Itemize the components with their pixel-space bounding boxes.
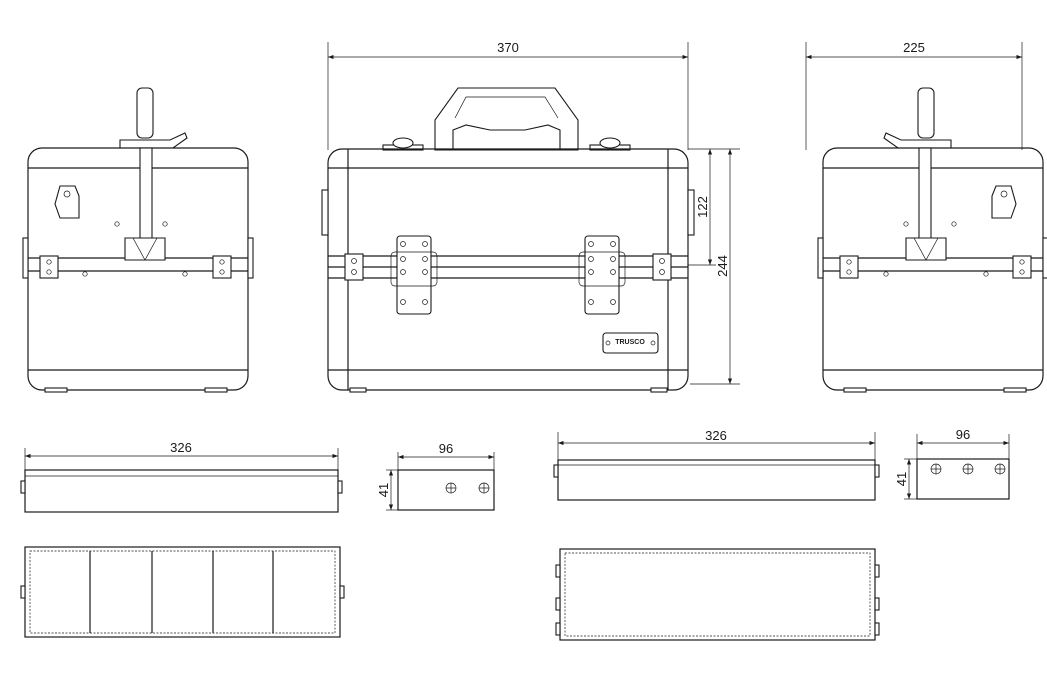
tray-1-end-view: 96 41 <box>376 441 495 511</box>
case-left-side-view <box>22 87 254 393</box>
dim-tray2-length: 326 <box>705 428 727 443</box>
case-front-view: TRUSCO <box>321 87 695 393</box>
dim-tray2-width: 96 <box>956 427 970 442</box>
tray-2-end-view: 96 41 <box>894 427 1010 500</box>
latch-left <box>390 235 438 315</box>
nameplate-brand: TRUSCO <box>615 339 645 346</box>
dim-244: 244 <box>715 255 730 277</box>
tray-2-side-view: 326 <box>553 428 880 501</box>
dimension-lid-height: 122 <box>688 148 740 266</box>
latch-right <box>578 235 626 315</box>
dim-tray2-height: 41 <box>894 472 909 486</box>
dim-tray1-length: 326 <box>170 440 192 455</box>
tray-1-top-view <box>20 546 345 638</box>
tray-2-top-view <box>555 548 880 641</box>
nameplate: TRUSCO <box>602 332 659 354</box>
dim-tray1-height: 41 <box>376 483 391 497</box>
dimension-case-height: 244 <box>690 149 740 385</box>
dim-225: 225 <box>903 40 925 55</box>
dimension-case-width: 370 <box>327 40 689 150</box>
dim-122: 122 <box>695 196 710 218</box>
dim-tray1-width: 96 <box>439 441 453 456</box>
case-right-side-view <box>817 87 1047 393</box>
dim-370: 370 <box>497 40 519 55</box>
dimension-case-depth: 225 <box>805 40 1023 150</box>
tray-1-side-view: 326 <box>20 440 343 513</box>
